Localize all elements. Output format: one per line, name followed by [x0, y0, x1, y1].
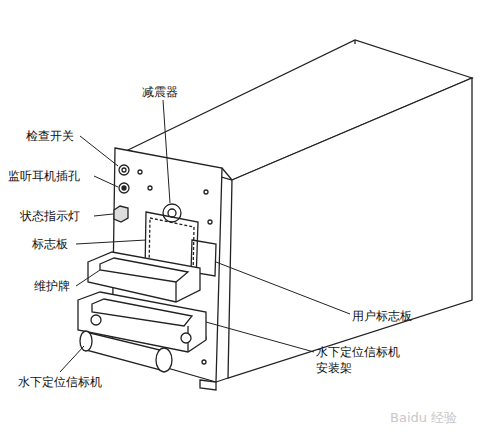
shock-absorber: [163, 204, 181, 222]
test-switch: [119, 165, 129, 175]
headphone-jack: [119, 183, 129, 193]
beacon: [86, 332, 160, 370]
leader-lines: [60, 100, 350, 372]
part-label: 水下定位信标机 安装架: [316, 344, 408, 376]
watermark: Baidu 经验: [390, 410, 457, 426]
part-label: 检查开关: [26, 128, 74, 144]
part-label: 减震器: [142, 84, 178, 100]
status-lamp: [114, 206, 128, 222]
part-label: 标志板: [32, 236, 68, 252]
part-label: 用户标志板: [352, 308, 412, 324]
part-label: 状态指示灯: [20, 208, 80, 224]
part-label: 维护牌: [34, 278, 70, 294]
part-label: 监听耳机插孔: [8, 168, 80, 184]
box-side: [228, 78, 472, 378]
part-label: 水下定位信标机: [18, 374, 102, 390]
